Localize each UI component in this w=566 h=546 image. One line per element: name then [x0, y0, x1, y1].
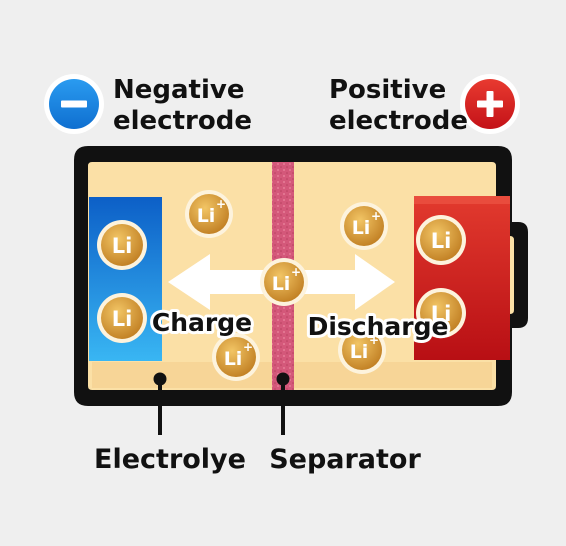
li-ion-icon: Li	[97, 293, 147, 343]
negative-electrode-label-line2: electrode	[113, 106, 252, 136]
svg-text:+: +	[243, 340, 253, 354]
li-plus-ion-icon: Li +	[212, 333, 260, 381]
li-ion-icon: Li	[416, 288, 466, 338]
li-ion-icon: Li	[97, 220, 147, 270]
svg-text:Li: Li	[431, 302, 452, 326]
li-ion-icon: Li	[416, 215, 466, 265]
positive-electrode-label-line2: electrode	[329, 106, 468, 136]
charge-label: Charge	[152, 308, 252, 337]
svg-text:+: +	[371, 209, 381, 223]
svg-text:Li: Li	[350, 341, 369, 363]
svg-text:+: +	[369, 333, 379, 347]
positive-electrode-label-line1: Positive	[329, 75, 446, 105]
svg-text:Li: Li	[197, 205, 216, 227]
li-plus-ion-icon: Li +	[260, 258, 308, 306]
li-plus-ion-icon: Li +	[338, 326, 386, 374]
li-plus-ion-icon: Li +	[340, 202, 388, 250]
svg-text:+: +	[216, 197, 226, 211]
plus-icon	[460, 74, 520, 134]
negative-electrode-label-line1: Negative	[113, 75, 244, 105]
separator-label: Separator	[269, 444, 421, 475]
svg-text:Li: Li	[112, 307, 133, 331]
li-plus-ion-icon: Li +	[185, 190, 233, 238]
svg-text:Li: Li	[272, 273, 291, 295]
electrolyte-label: Electrolye	[94, 444, 246, 475]
svg-text:+: +	[291, 265, 301, 279]
svg-text:Li: Li	[352, 217, 371, 239]
svg-text:Li: Li	[431, 229, 452, 253]
svg-text:Li: Li	[112, 234, 133, 258]
svg-text:Li: Li	[224, 348, 243, 370]
minus-icon	[44, 74, 104, 134]
discharge-label: Discharge	[308, 312, 449, 341]
positive-electrode-highlight	[414, 196, 510, 204]
